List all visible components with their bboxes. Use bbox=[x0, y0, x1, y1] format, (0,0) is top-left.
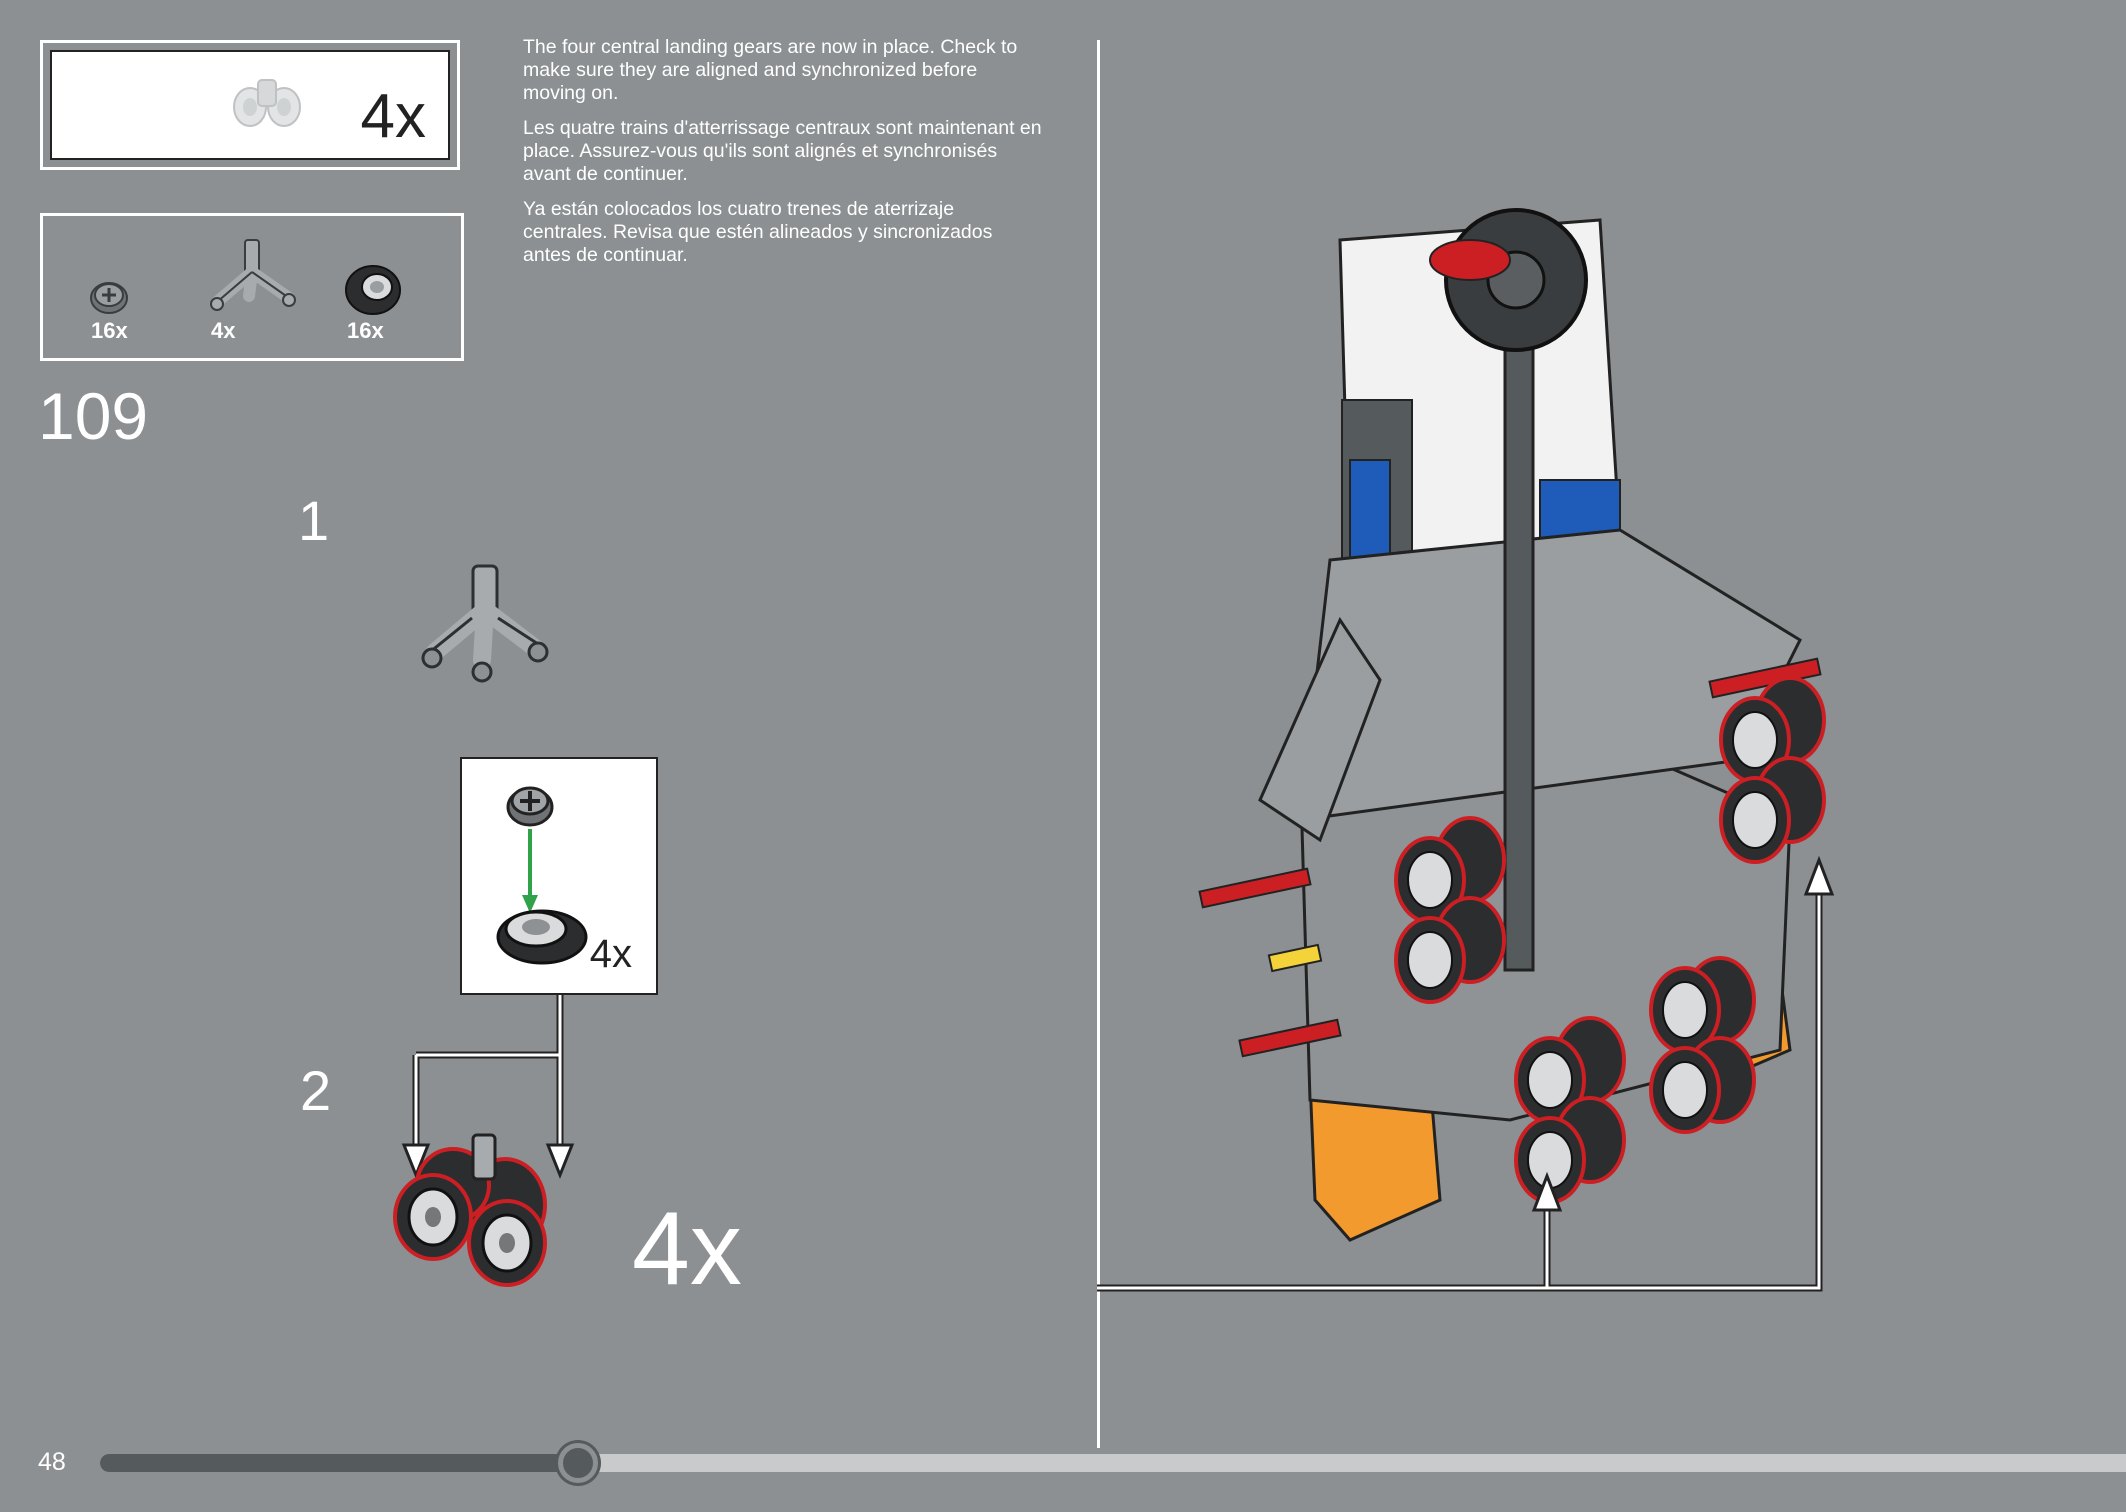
callout-count: 4x bbox=[589, 932, 632, 976]
instruction-french: Les quatre trains d'atterrissage centrau… bbox=[523, 117, 1042, 185]
substep-1-number: 1 bbox=[298, 489, 330, 552]
landing-gear-assembly-illustration bbox=[393, 1133, 547, 1287]
bush-into-tire-illustration bbox=[496, 786, 588, 965]
placement-arrows bbox=[401, 995, 575, 1180]
bush-part-icon bbox=[90, 282, 128, 314]
progress-track bbox=[100, 1454, 2126, 1472]
tire-assembly-callout: 4x bbox=[460, 757, 658, 995]
progress-fill bbox=[100, 1454, 578, 1472]
instruction-spanish: Ya están colocados los cuatro trenes de … bbox=[523, 198, 993, 266]
bush-part-count: 16x bbox=[91, 318, 128, 343]
landing-gear-wheels bbox=[1394, 676, 1826, 1204]
landing-gear-strut-illustration bbox=[421, 564, 549, 683]
main-model-illustration bbox=[1198, 208, 1826, 1242]
strut-part-icon bbox=[210, 239, 296, 311]
substep-2-number: 2 bbox=[300, 1059, 332, 1122]
step-number: 109 bbox=[38, 379, 149, 453]
assembly-multiplier: 4x bbox=[632, 1191, 742, 1307]
submodel-box-inner: 4x bbox=[50, 50, 450, 160]
submodel-box: 4x bbox=[40, 40, 460, 170]
landing-gear-submodel-icon bbox=[233, 79, 301, 127]
submodel-count: 4x bbox=[360, 82, 426, 151]
tire-part-count: 16x bbox=[347, 318, 384, 343]
tire-part-icon bbox=[345, 265, 401, 315]
instructions-text: The four central landing gears are now i… bbox=[523, 36, 1043, 279]
page-number: 48 bbox=[38, 1448, 66, 1476]
central-shaft bbox=[1503, 268, 1535, 972]
parts-list-box: 16x 4x 16x bbox=[40, 213, 464, 361]
page-divider bbox=[1097, 40, 1100, 1448]
progress-marker bbox=[558, 1443, 598, 1483]
wheel-pointer-arrows bbox=[1097, 855, 1835, 1292]
instruction-english: The four central landing gears are now i… bbox=[523, 36, 1018, 104]
strut-part-count: 4x bbox=[211, 318, 236, 343]
